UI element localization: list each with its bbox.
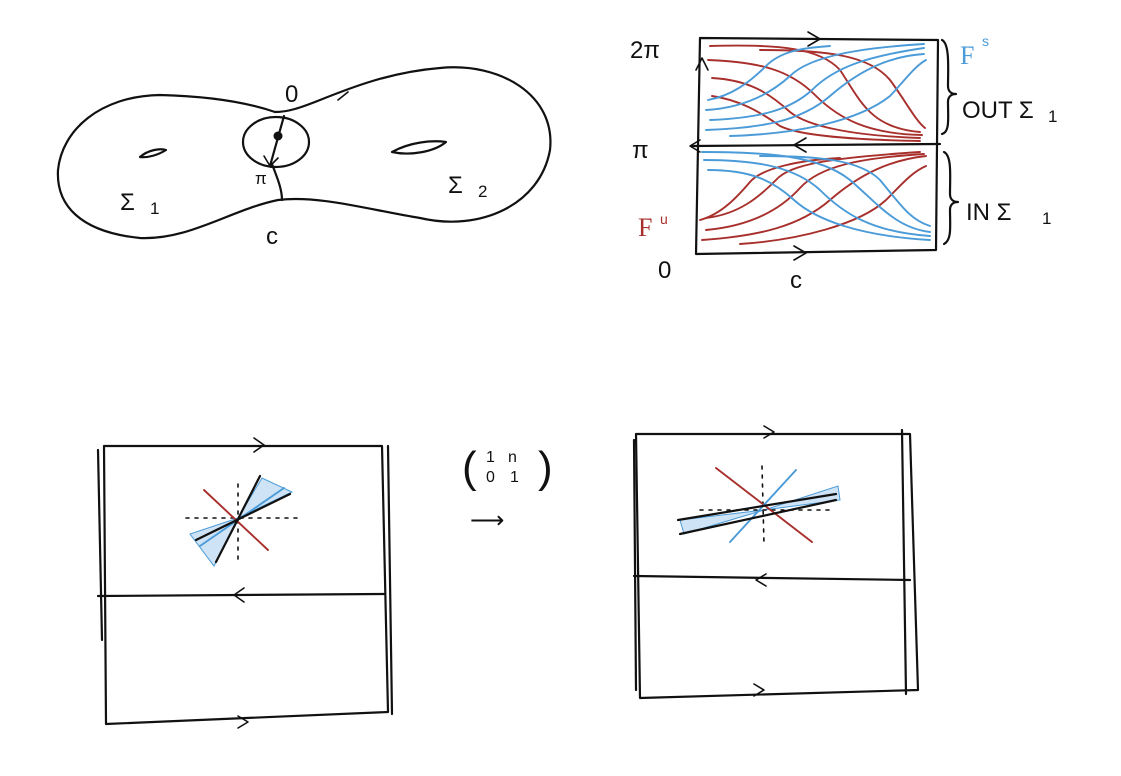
out-brace <box>940 38 958 136</box>
paren-left: ( <box>462 443 477 492</box>
map-direction <box>194 492 292 542</box>
cone-shade <box>236 477 294 520</box>
unstable-leaf <box>707 59 923 136</box>
unstable-foliation-sup: u <box>660 211 668 227</box>
stable-leaf <box>705 43 925 111</box>
arrow-head <box>263 155 279 167</box>
surface-diagram: 0 π c Σ 1 Σ 2 <box>56 66 552 250</box>
annulus-frame <box>694 36 940 256</box>
sigma2-subscript: 2 <box>478 182 487 201</box>
square-after-midline <box>632 574 912 582</box>
y-label-zero: 0 <box>658 257 671 284</box>
sigma1-subscript: 1 <box>150 199 159 218</box>
arrow <box>753 683 765 697</box>
stable-leaf <box>707 169 931 241</box>
curve-c-label: c <box>266 223 278 250</box>
annulus-diagram: 2π π 0 c F s F u OUT Σ 1 IN Σ 1 <box>630 31 1057 294</box>
arrow <box>233 587 245 603</box>
square-before-frame <box>102 444 390 726</box>
square-after <box>632 425 920 700</box>
map-direction <box>676 492 838 522</box>
tick-mark <box>337 91 349 101</box>
square-before-left <box>96 448 104 642</box>
square-before-right <box>386 444 394 716</box>
bottom-arrow <box>793 245 807 261</box>
point-pi-label: π <box>255 169 267 188</box>
arrow <box>755 573 767 587</box>
x-label-c: c <box>790 267 802 294</box>
stable-leaf <box>701 151 931 233</box>
neck-circle <box>241 115 311 169</box>
y-label-2pi: 2π <box>630 37 660 64</box>
unstable-leaf <box>711 77 921 139</box>
map-label: ( ) 1 n 0 1 ⟶ <box>462 443 553 534</box>
stable-foliation-sup: s <box>982 33 989 49</box>
handle-left <box>138 148 168 159</box>
matrix-entry: 1 <box>510 469 519 486</box>
point-zero-label: 0 <box>285 81 298 108</box>
top-arrow <box>807 31 821 47</box>
matrix-entry: 1 <box>486 449 495 466</box>
stable-leaf <box>705 53 925 131</box>
radial-segment <box>268 114 286 168</box>
sigma2-label: Σ <box>448 172 463 199</box>
arrow <box>763 425 775 439</box>
annulus-midline <box>690 142 942 148</box>
left-mid-arrow <box>689 139 701 153</box>
cone-shade <box>763 485 841 511</box>
unstable-leaf <box>705 151 921 219</box>
matrix-entry: 0 <box>486 469 495 486</box>
arrow <box>253 437 265 453</box>
handle-right <box>390 140 448 155</box>
y-label-pi: π <box>632 137 649 164</box>
stable-leaf <box>707 45 831 101</box>
in-label: IN Σ <box>966 199 1012 226</box>
map-direction <box>678 498 838 536</box>
square-after-right <box>900 428 908 696</box>
stable-leaf <box>703 159 931 237</box>
center-point <box>273 131 283 141</box>
map-arrow: ⟶ <box>470 507 504 534</box>
unstable-leaf <box>709 44 921 133</box>
arrow <box>237 715 249 729</box>
out-label: OUT Σ <box>962 97 1034 124</box>
curve-c-lower <box>270 162 284 202</box>
stable-leaf <box>729 59 927 137</box>
mid-arrow <box>793 137 807 153</box>
square-after-left <box>632 438 638 692</box>
unstable-leaf <box>759 49 926 129</box>
stable-leaf <box>709 47 925 121</box>
square-before <box>96 437 394 729</box>
stable-foliation-label: F <box>960 41 974 70</box>
cone-shade <box>679 509 765 535</box>
unstable-leaf <box>711 95 921 142</box>
matrix-entry: n <box>508 449 517 466</box>
in-subscript: 1 <box>1042 209 1051 228</box>
in-brace <box>942 150 960 246</box>
left-up-arrow <box>695 57 709 71</box>
out-subscript: 1 <box>1048 107 1057 126</box>
unstable-leaf <box>705 153 925 231</box>
paren-right: ) <box>538 443 553 492</box>
square-after-frame <box>634 432 920 700</box>
unstable-foliation-label: F <box>638 213 652 242</box>
unstable-leaf <box>739 165 927 245</box>
surface-outline <box>56 66 552 240</box>
sigma1-label: Σ <box>120 189 135 216</box>
square-before-midline <box>96 592 386 598</box>
stable-leaf <box>759 155 931 227</box>
